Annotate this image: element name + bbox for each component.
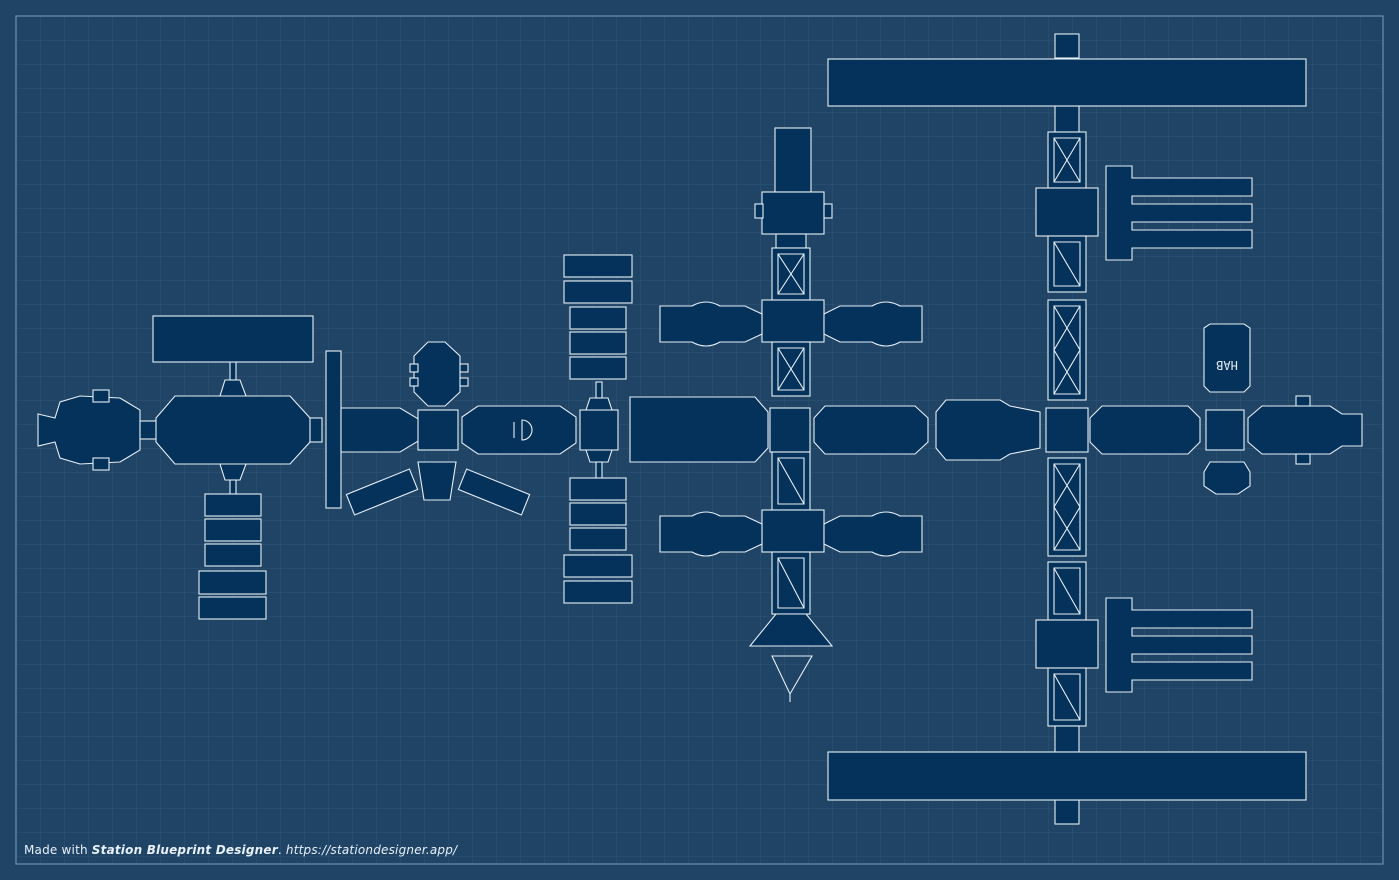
- radiator-array-upper-right[interactable]: [1105, 165, 1253, 261]
- solar-panel-angled-right[interactable]: [457, 468, 531, 516]
- hub-node[interactable]: [1205, 409, 1245, 451]
- radiator-stack-lower-center[interactable]: [563, 477, 633, 604]
- radiator-array-lower-right[interactable]: [1105, 597, 1253, 693]
- solar-panel-angled-left[interactable]: [345, 468, 419, 516]
- hub-node[interactable]: [579, 409, 619, 451]
- solar-array-bottom[interactable]: [827, 751, 1307, 801]
- connector-node: [139, 420, 159, 440]
- connector-node: [219, 463, 247, 481]
- right-hab-module[interactable]: [1089, 405, 1201, 455]
- radiator-stack-upper-center[interactable]: [563, 254, 633, 380]
- footer-credit: Made with Station Blueprint Designer. ht…: [24, 843, 457, 857]
- page-border: [15, 15, 1384, 865]
- footer-prefix: Made with: [24, 843, 88, 857]
- right-truss-column[interactable]: [1035, 33, 1099, 825]
- right-engine-module[interactable]: [1247, 395, 1363, 465]
- port-stub: [459, 363, 469, 373]
- footer-app-name[interactable]: Station Blueprint Designer: [91, 843, 278, 857]
- port-stub: [409, 363, 419, 373]
- large-hab-module[interactable]: [155, 395, 311, 465]
- port-stub: [459, 377, 469, 387]
- pods-upper-center[interactable]: [659, 301, 923, 347]
- port-stub: [409, 377, 419, 387]
- footer-separator: .: [277, 843, 282, 857]
- footer-url[interactable]: https://stationdesigner.app/: [285, 843, 458, 857]
- lower-pod-module[interactable]: [417, 461, 457, 501]
- connector-node: [309, 417, 323, 443]
- middle-hab-module-2[interactable]: [935, 399, 1041, 461]
- lower-pod-right[interactable]: [1203, 461, 1251, 495]
- hab-module[interactable]: [1203, 323, 1251, 393]
- upper-pod-module[interactable]: [413, 341, 461, 407]
- center-truss-column[interactable]: [748, 127, 834, 702]
- boom-strut: [229, 361, 237, 381]
- hub-node[interactable]: [769, 407, 811, 453]
- long-hab-module[interactable]: [629, 396, 769, 463]
- solar-panel-upper-left[interactable]: [152, 315, 314, 363]
- hub-node[interactable]: [1045, 407, 1089, 453]
- solar-array-top[interactable]: [827, 58, 1307, 107]
- node-module-left[interactable]: [340, 407, 421, 453]
- left-engine-module[interactable]: [37, 389, 141, 471]
- vertical-truss-left[interactable]: [325, 350, 342, 509]
- lab-module[interactable]: [461, 405, 577, 455]
- middle-hab-module-1[interactable]: [813, 405, 929, 455]
- radiator-stack-left[interactable]: [198, 493, 267, 620]
- hub-node[interactable]: [417, 409, 459, 451]
- hab-label: HAB: [1216, 358, 1238, 372]
- boom-strut: [229, 479, 237, 495]
- pods-lower-center[interactable]: [659, 511, 923, 557]
